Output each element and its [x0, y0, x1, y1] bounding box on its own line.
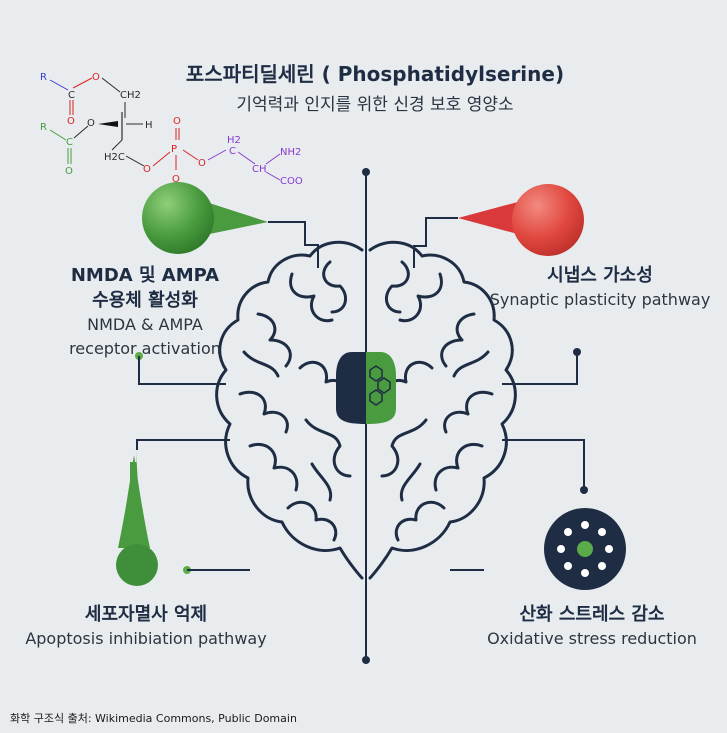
pathway-nmda: NMDA 및 AMPA 수용체 활성화 NMDA & AMPA receptor… — [40, 263, 250, 361]
pathway-apoptosis-title-en: Apoptosis inhibiation pathway — [25, 629, 267, 648]
green-balloon-top-left — [142, 182, 319, 268]
source-caption: 화학 구조식 출처: Wikimedia Commons, Public Dom… — [10, 712, 297, 725]
mol-label: CH — [252, 164, 267, 175]
mol-label: O — [67, 116, 75, 127]
mol-label: CH2 — [120, 90, 141, 101]
red-balloon-top-right — [413, 184, 584, 268]
mol-label: R — [40, 72, 47, 83]
pathway-synaptic-title-ko: 시냅스 가소성 — [547, 265, 653, 286]
mol-label: H — [145, 120, 153, 131]
mol-label: R — [40, 122, 47, 133]
connector-left-mid — [135, 352, 226, 385]
mol-label: O — [143, 164, 151, 175]
mol-label: H2C — [104, 152, 125, 163]
mol-label: COO — [280, 176, 303, 187]
page-subtitle: 기억력과 인지를 위한 신경 보호 영양소 — [236, 95, 514, 115]
mol-label: C — [68, 90, 75, 101]
pathway-oxidative-title-en: Oxidative stress reduction — [487, 629, 697, 648]
green-balloon-bottom-left — [116, 439, 250, 586]
pathway-apoptosis: 세포자멸사 억제 Apoptosis inhibiation pathway — [0, 602, 292, 651]
mol-label: P — [171, 144, 177, 155]
mol-label: O — [65, 166, 73, 177]
mol-label: O — [173, 116, 181, 127]
pathway-oxidative: 산화 스트레스 감소 Oxidative stress reduction — [462, 602, 722, 651]
pathway-nmda-title-ko: NMDA 및 AMPA — [70, 265, 220, 286]
pathway-nmda-title-ko-2: 수용체 활성화 — [92, 290, 198, 311]
pathway-synaptic-title-en: Synaptic plasticity pathway — [489, 290, 711, 309]
mol-label: O — [92, 72, 100, 83]
pathway-nmda-title-en: NMDA & AMPA — [87, 315, 203, 334]
mol-label: NH2 — [280, 147, 301, 158]
center-emblem — [336, 352, 396, 424]
navy-disc-bottom-right — [450, 439, 626, 590]
mol-label: O — [198, 158, 206, 169]
pathway-oxidative-title-ko: 산화 스트레스 감소 — [519, 604, 665, 625]
pathway-apoptosis-title-ko: 세포자멸사 억제 — [84, 604, 208, 625]
mol-label: H2 — [227, 135, 241, 146]
pathway-nmda-title-en-2: receptor activation — [69, 339, 221, 358]
mol-label: O — [87, 118, 95, 129]
mol-label: C — [229, 146, 236, 157]
phosphatidylserine-structure: R C O O CH2 R C O O H H2C O P O O O — [40, 72, 303, 187]
page-title: 포스파티딜세린 ( Phosphatidylserine) — [185, 62, 565, 86]
connector-right-mid — [502, 348, 581, 385]
mol-label: O — [172, 174, 180, 185]
mol-label: C — [66, 137, 73, 148]
brain-icon — [215, 240, 517, 580]
pathway-synaptic: 시냅스 가소성 Synaptic plasticity pathway — [470, 263, 727, 312]
